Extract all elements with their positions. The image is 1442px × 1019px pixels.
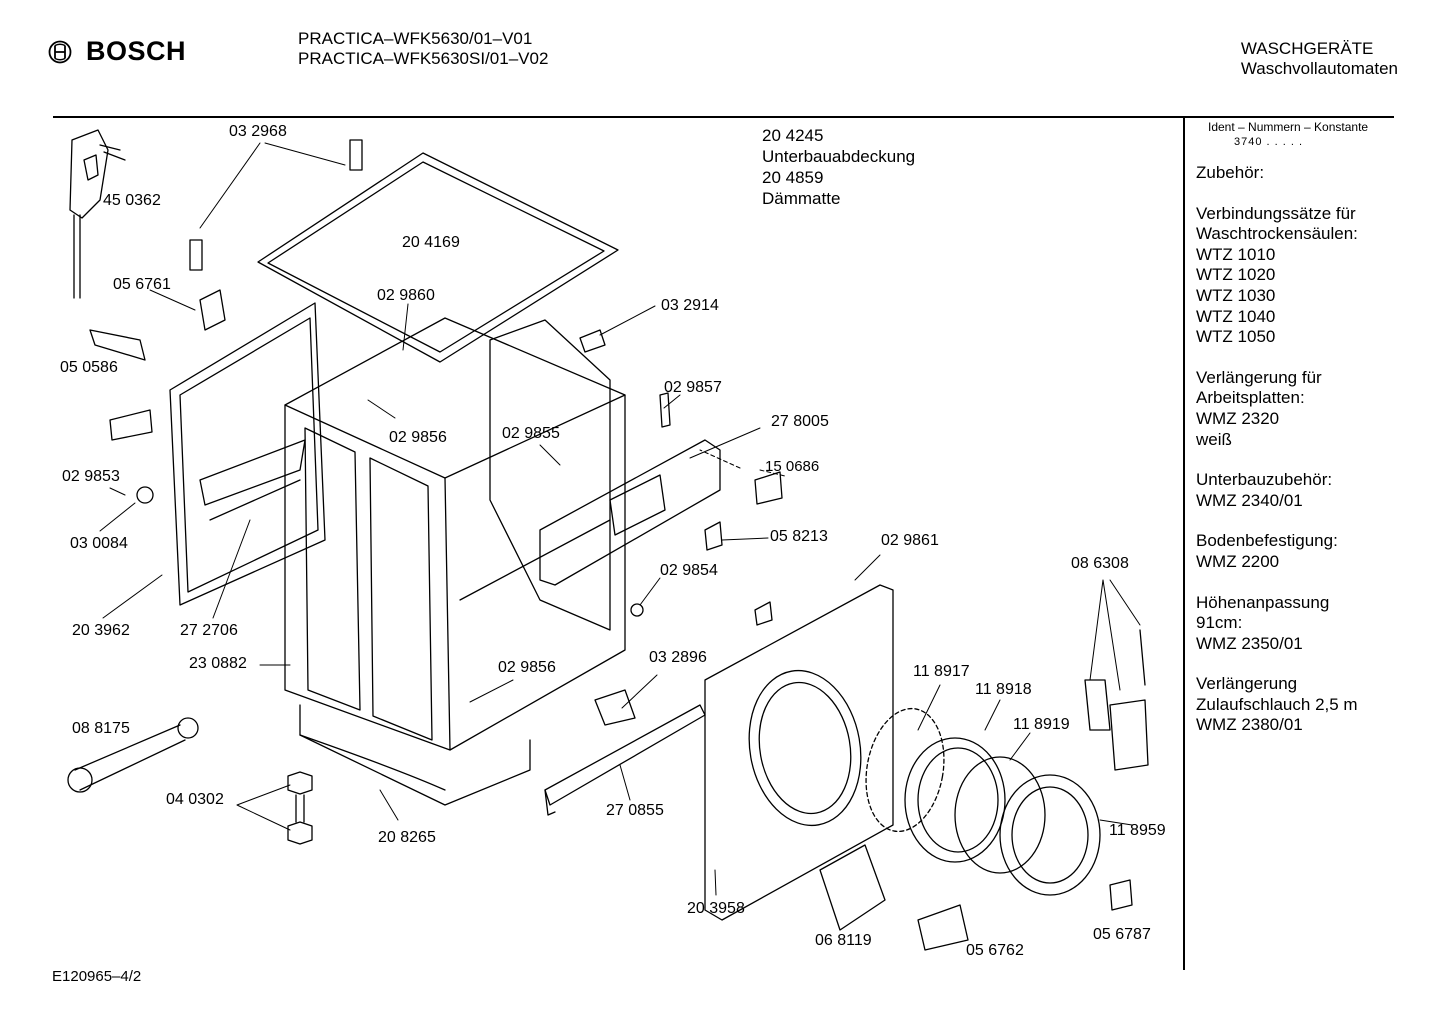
part-label: 08 8175 xyxy=(72,720,130,737)
part-label: 11 8917 xyxy=(913,663,970,680)
bosch-anchor-icon xyxy=(48,40,72,63)
accessory-line: WTZ 1010 xyxy=(1196,244,1276,264)
accessory-line: WTZ 1050 xyxy=(1196,327,1276,347)
part-label: 11 8919 xyxy=(1013,716,1070,733)
header-divider xyxy=(53,116,1394,118)
exploded-view-drawing xyxy=(67,129,1149,951)
base-frame-drawing xyxy=(299,704,531,806)
sidebar-divider xyxy=(1183,117,1185,970)
part-label: 05 8213 xyxy=(770,528,828,545)
part-label: 27 8005 xyxy=(771,413,829,430)
accessory-line: Unterbauzubehör: xyxy=(1196,470,1333,490)
category-line: WASCHGERÄTE xyxy=(1240,39,1374,58)
accessory-line: WTZ 1030 xyxy=(1196,285,1276,305)
wrench-drawing xyxy=(67,717,199,793)
accessory-line: WTZ 1040 xyxy=(1196,306,1276,326)
accessory-sidebar: Ident – Nummern – Konstante 3740 . . . .… xyxy=(1196,120,1396,736)
accessory-line: WMZ 2380/01 xyxy=(1196,715,1303,735)
part-label: 15 0686 xyxy=(765,458,820,475)
part-label: 05 6762 xyxy=(966,942,1024,959)
model-list: PRACTICA–WFK5630/01–V01 PRACTICA–WFK5630… xyxy=(298,29,548,69)
accessory-line: Zulaufschlauch 2,5 m xyxy=(1196,694,1358,714)
note-line: Dämmatte xyxy=(762,189,841,208)
part-label: 02 9860 xyxy=(377,287,435,304)
accessory-line: WMZ 2340/01 xyxy=(1196,490,1303,510)
accessory-group: Verlängerung für Arbeitsplatten: WMZ 232… xyxy=(1196,368,1396,450)
accessory-line: Verbindungssätze für xyxy=(1196,203,1356,223)
part-label: 02 9857 xyxy=(664,379,722,396)
accessory-line: WMZ 2350/01 xyxy=(1196,633,1303,653)
part-label: 20 3958 xyxy=(687,900,745,917)
accessory-line: 91cm: xyxy=(1196,613,1243,633)
part-label: 02 9855 xyxy=(502,425,560,442)
accessory-group: Unterbauzubehör: WMZ 2340/01 xyxy=(1196,470,1396,511)
part-label: 06 8119 xyxy=(815,932,872,949)
part-label: 02 9856 xyxy=(389,429,447,446)
part-label: 02 9856 xyxy=(498,659,556,676)
model-line: PRACTICA–WFK5630/01–V01 xyxy=(298,29,533,48)
leader-lines xyxy=(99,142,1141,896)
part-label: 03 2896 xyxy=(649,649,707,666)
hinge-drawing xyxy=(1084,629,1149,771)
accessory-line: Bodenbefestigung: xyxy=(1196,531,1338,551)
part-label: 11 8959 xyxy=(1109,822,1166,839)
accessories-title: Zubehör: xyxy=(1196,163,1265,182)
part-label: 03 2914 xyxy=(661,297,719,314)
door-rings-drawing xyxy=(865,707,1101,896)
part-label: 11 8918 xyxy=(975,681,1032,698)
toe-rail-drawing xyxy=(544,704,706,816)
part-label: 08 6308 xyxy=(1071,555,1129,572)
part-label: 20 8265 xyxy=(378,829,436,846)
note-line: 20 4245 xyxy=(762,126,824,145)
cabinet-drawing xyxy=(284,317,626,751)
accessory-line: WTZ 1020 xyxy=(1196,265,1276,285)
accessory-line: WMZ 2320 xyxy=(1196,408,1280,428)
power-plug-drawing xyxy=(69,129,126,299)
accessory-group: Verbindungssätze für Waschtrockensäulen:… xyxy=(1196,204,1396,348)
part-label: 02 9854 xyxy=(660,562,718,579)
part-label: 27 0855 xyxy=(606,802,664,819)
accessory-line: Höhenanpassung xyxy=(1196,592,1330,612)
brand-name: BOSCH xyxy=(86,36,187,66)
model-line: PRACTICA–WFK5630SI/01–V02 xyxy=(298,49,549,68)
accessory-line: weiß xyxy=(1196,429,1232,449)
part-label: 04 0302 xyxy=(166,791,224,808)
accessory-group: Bodenbefestigung: WMZ 2200 xyxy=(1196,531,1396,572)
part-label: 23 0882 xyxy=(189,655,247,672)
assembly-note: 20 4245 Unterbauabdeckung 20 4859 Dämmat… xyxy=(762,125,915,209)
accessory-group: Höhenanpassung 91cm: WMZ 2350/01 xyxy=(1196,593,1396,655)
part-label: 27 2706 xyxy=(180,622,238,639)
part-label: 03 2968 xyxy=(229,123,287,140)
accessory-line: Verlängerung für xyxy=(1196,367,1322,387)
part-label: 05 6761 xyxy=(113,276,171,293)
accessory-line: Waschtrockensäulen: xyxy=(1196,224,1358,244)
accessory-line: WMZ 2200 xyxy=(1196,551,1280,571)
part-label: 03 0084 xyxy=(70,535,128,552)
note-line: 20 4859 xyxy=(762,168,824,187)
part-label: 45 0362 xyxy=(103,192,161,209)
front-panel-drawing xyxy=(704,584,894,921)
part-label: 02 9861 xyxy=(881,532,939,549)
top-cover-drawing xyxy=(257,152,619,363)
note-line: Unterbauabdeckung xyxy=(762,147,916,166)
ident-label: Ident – Nummern – Konstante xyxy=(1208,120,1369,134)
accessory-line: Verlängerung xyxy=(1196,674,1298,694)
accessory-line: Arbeitsplatten: xyxy=(1196,388,1305,408)
category-line: Waschvollautomaten xyxy=(1240,59,1398,78)
brand-logo: BOSCH xyxy=(48,36,186,67)
ident-value: 3740 . . . . . xyxy=(1234,136,1304,148)
category: WASCHGERÄTE Waschvollautomaten xyxy=(1241,39,1398,79)
accessory-group: Verlängerung Zulaufschlauch 2,5 m WMZ 23… xyxy=(1196,674,1396,736)
part-label: 20 3962 xyxy=(72,622,130,639)
part-label: 05 6787 xyxy=(1093,926,1151,943)
part-label: 05 0586 xyxy=(60,359,118,376)
drawing-code: E120965–4/2 xyxy=(52,968,142,985)
rear-panel-drawing xyxy=(169,302,326,606)
part-label: 02 9853 xyxy=(62,468,120,485)
small-parts-drawing xyxy=(89,139,1133,951)
part-label: 20 4169 xyxy=(402,234,460,251)
control-panel-drawing xyxy=(539,439,721,586)
